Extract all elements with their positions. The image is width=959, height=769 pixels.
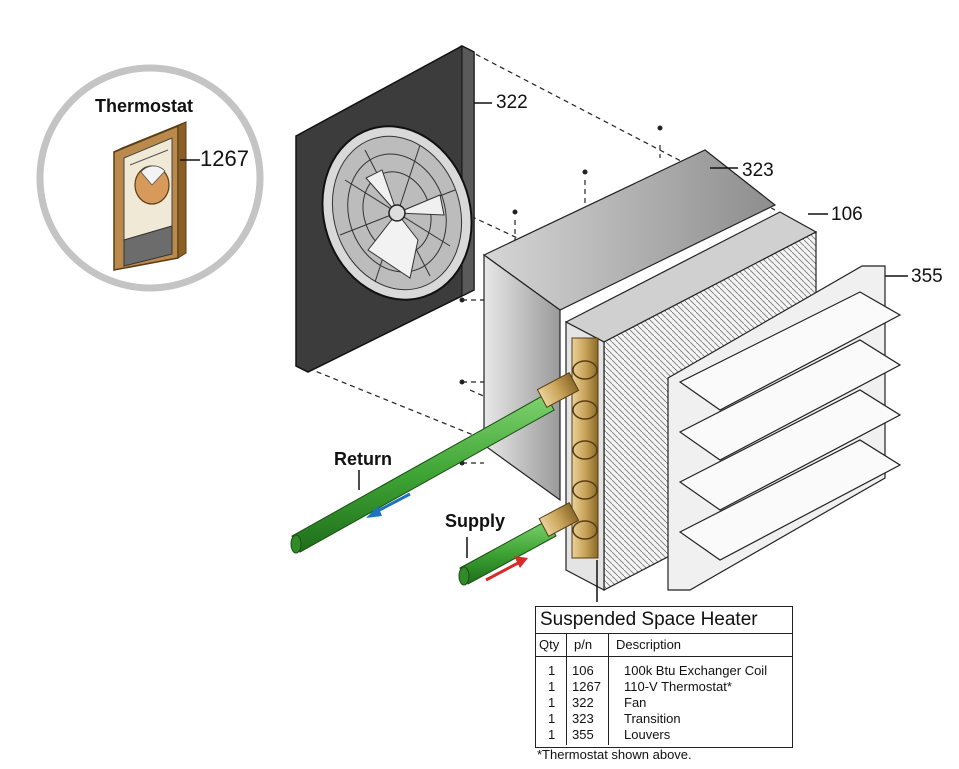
table-row-pn: 355 [572, 727, 594, 742]
return-pipe [290, 372, 580, 554]
louvers-callout: 355 [911, 266, 943, 287]
parts-table-header: Qty p/n Description [536, 634, 792, 657]
table-row-pn: 1267 [572, 679, 601, 694]
louver-assembly [667, 265, 908, 591]
table-row-desc: Transition [624, 711, 681, 726]
table-row-desc: 110-V Thermostat* [624, 679, 732, 694]
table-row-pn: 323 [572, 711, 594, 726]
parts-table: Suspended Space Heater Qty p/n Descripti… [535, 606, 793, 748]
parts-table-title: Suspended Space Heater [536, 607, 792, 634]
table-row-pn: 322 [572, 695, 594, 710]
transition-callout: 323 [742, 160, 774, 181]
table-row-qty: 1 [548, 695, 556, 710]
thermostat-part-number: 1267 [200, 146, 249, 171]
table-row-desc: Fan [624, 695, 647, 710]
header-qty: Qty [539, 637, 560, 652]
table-row-qty: 1 [548, 727, 556, 742]
coil-callout: 106 [831, 204, 863, 225]
thermostat-inset [36, 64, 264, 292]
supply-pipe [458, 502, 580, 586]
table-row-desc: 100k Btu Exchanger Coil [624, 663, 768, 678]
table-row-pn: 106 [572, 663, 594, 678]
table-row-qty: 1 [548, 679, 556, 694]
supply-label: Supply [445, 511, 506, 531]
thermostat-icon [113, 121, 187, 271]
header-description: Description [616, 637, 682, 652]
table-row-qty: 1 [548, 663, 556, 678]
supply-flow-arrow [485, 556, 528, 582]
header-pn: p/n [574, 637, 593, 652]
return-flow-arrow [366, 492, 411, 518]
thermostat-title: Thermostat [95, 96, 194, 116]
fan-callout: 322 [496, 92, 528, 113]
parts-table-footnote: *Thermostat shown above. [537, 747, 692, 762]
parts-table-body: 1 106 100k Btu Exchanger Coil 1 1267 110… [536, 657, 792, 745]
table-row-desc: Louvers [624, 727, 671, 742]
fan-panel [295, 45, 492, 373]
table-row-qty: 1 [548, 711, 556, 726]
return-label: Return [334, 449, 392, 469]
